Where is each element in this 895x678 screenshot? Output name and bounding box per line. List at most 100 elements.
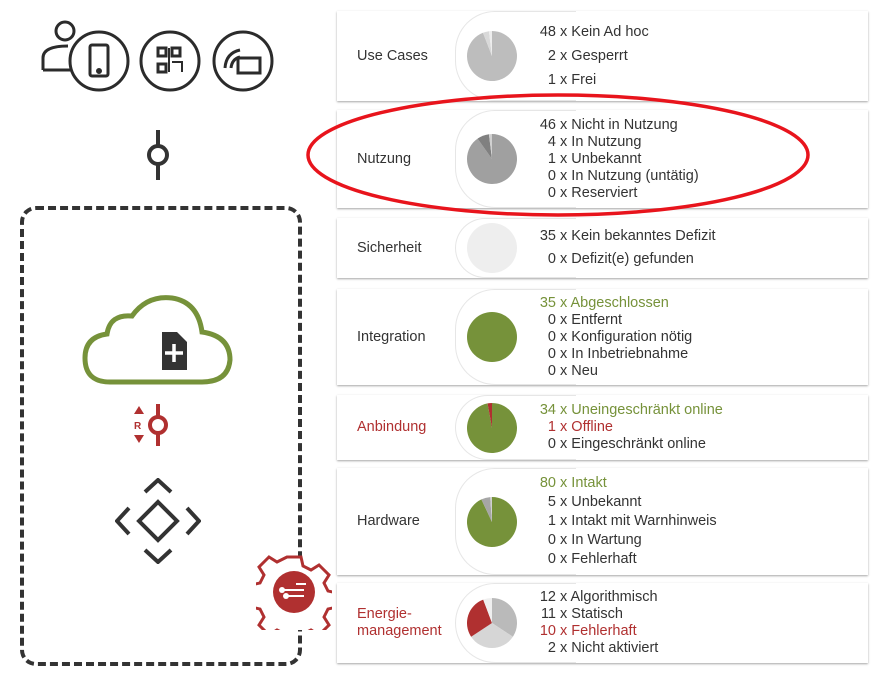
status-item: 0 x In Nutzung (untätig) (537, 168, 699, 185)
status-count: 34 (539, 402, 556, 418)
status-text: x Frei (560, 72, 597, 88)
status-item: 48 x Kein Ad hoc (537, 20, 649, 44)
status-list: 35 x Kein bekanntes Defizit 0 x Defizit(e… (537, 218, 716, 278)
pie-container (455, 395, 576, 460)
status-item: 0 x In Inbetriebnahme (537, 346, 692, 363)
pie-slice (467, 223, 517, 273)
card-label: Energie- management (357, 606, 442, 639)
card-label: Hardware (357, 513, 420, 529)
status-text: x Eingeschränkt online (560, 436, 706, 452)
status-text: x Nicht aktiviert (560, 640, 659, 656)
status-count: 10 (539, 623, 556, 639)
pie-slice (471, 623, 513, 648)
status-item: 0 x Reserviert (537, 185, 699, 202)
status-item: 46 x Nicht in Nutzung (537, 117, 699, 134)
pie-slice (481, 496, 492, 522)
status-pie-chart (467, 598, 517, 648)
status-item: 1 x Unbekannt (537, 151, 699, 168)
status-text: x Entfernt (560, 311, 623, 328)
status-pie-chart (467, 496, 517, 547)
status-text: x Fehlerhaft (560, 551, 637, 567)
status-item: 0 x Neu (537, 363, 692, 380)
status-pie-chart (467, 31, 517, 81)
status-text: x In Nutzung (560, 133, 642, 150)
status-item: 2 x Nicht aktiviert (537, 640, 658, 657)
pie-slice (487, 402, 492, 428)
status-text: x Offline (560, 419, 613, 435)
status-count: 1 (547, 150, 556, 167)
status-count: 0 (547, 251, 556, 267)
status-item: 10 x Fehlerhaft (537, 623, 658, 640)
status-item: 80 x Intakt (537, 474, 717, 493)
svg-text:R: R (134, 421, 142, 432)
pie-slice (492, 598, 517, 637)
status-count: 0 (547, 362, 556, 379)
use-case-icons (41, 20, 274, 92)
pie-slice (488, 31, 492, 56)
status-count: 1 (547, 72, 556, 88)
status-text: x Intakt mit Warnhinweis (560, 513, 717, 529)
status-item: 4 x In Nutzung (537, 134, 699, 151)
status-text: x Nicht in Nutzung (560, 116, 678, 133)
status-text: x Statisch (560, 606, 623, 622)
status-text: x In Inbetriebnahme (560, 345, 689, 362)
card-label: Anbindung (357, 419, 427, 435)
status-item: 5 x Unbekannt (537, 493, 717, 512)
status-text: x In Nutzung (untätig) (560, 167, 699, 184)
pie-container (455, 583, 576, 663)
status-text: x Intakt (560, 475, 607, 491)
status-count: 0 (547, 532, 556, 548)
status-text: x Defizit(e) gefunden (560, 251, 694, 267)
user-phone-icon (41, 20, 130, 92)
status-text: x Kein bekanntes Defizit (560, 228, 716, 244)
status-count: 0 (547, 328, 556, 345)
status-item: 35 x Kein bekanntes Defizit (537, 225, 716, 248)
status-count: 0 (547, 551, 556, 567)
status-count: 0 (547, 311, 556, 328)
status-item: 34 x Uneingeschränkt online (537, 402, 723, 419)
status-item: 11 x Statisch (537, 606, 658, 623)
pie-slice (490, 496, 492, 522)
wireless-device-icon (212, 30, 274, 92)
card-label: Nutzung (357, 150, 412, 167)
pie-slice (482, 31, 492, 56)
status-item: 1 x Offline (537, 419, 723, 436)
status-text: x Fehlerhaft (560, 623, 637, 639)
status-item: 12 x Algorithmisch (537, 589, 658, 606)
pie-container (455, 218, 576, 278)
status-count: 1 (547, 513, 556, 529)
status-item: 1 x Intakt mit Warnhinweis (537, 512, 717, 531)
status-count: 46 (539, 116, 556, 133)
connector-icon (147, 130, 169, 180)
status-count: 2 (547, 48, 556, 64)
pie-slice (467, 312, 517, 362)
pie-slice (467, 599, 492, 637)
energy-settings-gear-icon (256, 555, 332, 630)
status-text: x Konfiguration nötig (560, 328, 693, 345)
status-text: x Kein Ad hoc (560, 24, 649, 40)
status-item: 0 x Konfiguration nötig (537, 329, 692, 346)
status-text: x Algorithmisch (560, 589, 658, 605)
status-count: 12 (539, 589, 556, 605)
status-text: x In Wartung (560, 532, 642, 548)
status-count: 0 (547, 345, 556, 362)
status-text: x Unbekannt (560, 494, 642, 510)
status-count: 5 (547, 494, 556, 510)
card-label: Integration (357, 328, 426, 345)
pie-container (455, 289, 576, 385)
status-count: 4 (547, 133, 556, 150)
status-count: 0 (547, 167, 556, 184)
status-count: 35 (539, 294, 556, 311)
